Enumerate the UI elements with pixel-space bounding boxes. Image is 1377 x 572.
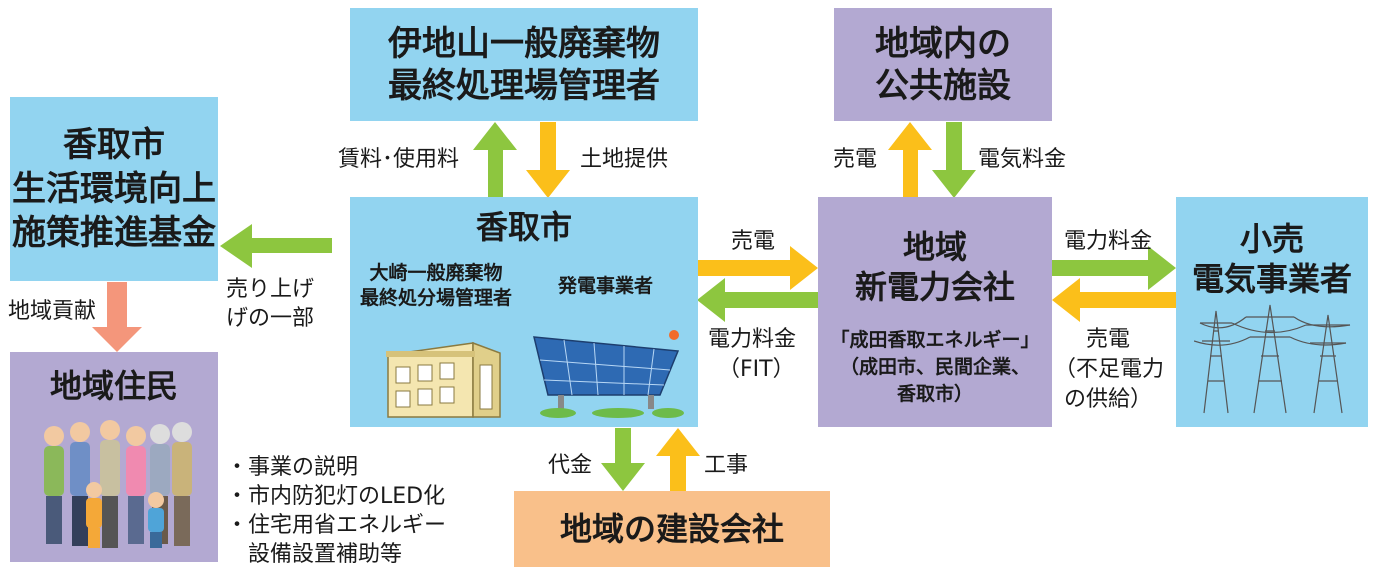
arrow-down-electric-fee <box>932 122 976 198</box>
local-residents-box: 地域住民 <box>10 352 218 562</box>
power-co-detail2: （成田市、民間企業、 <box>839 356 1030 378</box>
power-co-detail1: 「成田香取エネルギー」 <box>830 329 1040 351</box>
label-sell-right-3: の供給） <box>1064 387 1153 412</box>
arrow-right-power-fee <box>1052 246 1176 290</box>
fund-line2: 生活環境向上 <box>12 169 216 209</box>
katori-sub-left-2: 最終処分場管理者 <box>360 287 513 309</box>
retail-line1: 小売 <box>1239 220 1304 258</box>
fund-line1: 香取市 <box>63 125 165 165</box>
arrow-up-construction <box>656 428 700 491</box>
construction-title: 地域の建設会社 <box>559 510 784 548</box>
contribution-bullet-list: ・事業の説明 ・市内防犯灯のLED化 ・住宅用省エネルギー 設備設置補助等 <box>226 453 446 569</box>
public-facilities-box: 地域内の 公共施設 <box>834 8 1052 121</box>
ijisan-line1: 伊地山一般廃棄物 <box>388 23 660 64</box>
office-building-illustration <box>386 341 501 418</box>
label-fit-fee-2: （FIT） <box>718 357 795 382</box>
label-rent: 賃料･使用料 <box>338 147 460 172</box>
label-sell-right-1: 売電 <box>1086 327 1131 352</box>
residents-title: 地域住民 <box>49 367 178 405</box>
arrow-left-fit-fee <box>697 278 818 322</box>
power-co-detail3: 香取市） <box>896 383 973 405</box>
retail-line2: 電気事業者 <box>1191 260 1352 298</box>
arrow-left-sell-supply <box>1052 278 1176 322</box>
label-sell-power-up: 売電 <box>833 147 878 172</box>
katori-sub-right: 発電事業者 <box>558 275 654 297</box>
bullet-item: ・事業の説明 <box>226 455 359 480</box>
label-sales-part-2: げの一部 <box>226 306 315 331</box>
public-line2: 公共施設 <box>875 65 1011 106</box>
bullet-item: ・市内防犯灯のLED化 <box>226 484 446 509</box>
arrow-down-payment <box>601 428 645 491</box>
family-illustration <box>44 420 192 548</box>
label-construction-work: 工事 <box>704 453 749 478</box>
katori-sub-left: 大崎一般廃棄物 最終処分場管理者 <box>360 261 512 311</box>
katori-sub-left-1: 大崎一般廃棄物 <box>369 262 503 284</box>
solar-panel-illustration <box>533 330 684 418</box>
label-sales-part-1: 売り上げ <box>226 277 315 302</box>
fund-box: 香取市 生活環境向上 施策推進基金 <box>10 97 218 281</box>
power-co-line2: 新電力会社 <box>854 268 1015 306</box>
retail-electricity-box: 小売 電気事業者 <box>1176 197 1368 427</box>
label-sell-right-2: （不足電力 <box>1054 357 1165 382</box>
label-electric-fee: 電気料金 <box>978 147 1067 172</box>
label-power-fee-right: 電力料金 <box>1064 229 1153 254</box>
label-land: 土地提供 <box>580 147 669 172</box>
arrow-down-land <box>526 122 570 198</box>
label-sell-power-mid: 売電 <box>731 229 776 254</box>
power-co-line1: 地域 <box>902 228 967 266</box>
arrow-down-contribution <box>92 282 142 352</box>
bullet-item: ・住宅用省エネルギー <box>226 513 447 538</box>
arrow-right-sell-power <box>697 246 818 290</box>
katori-title: 香取市 <box>475 208 572 246</box>
ijisan-landfill-manager-box: 伊地山一般廃棄物 最終処理場管理者 <box>350 8 698 121</box>
label-contribution: 地域貢献 <box>8 299 97 324</box>
katori-city-box: 香取市 大崎一般廃棄物 最終処分場管理者 発電事業者 <box>350 197 698 427</box>
construction-company-box: 地域の建設会社 <box>514 491 830 567</box>
power-tower-illustration <box>1194 304 1351 414</box>
ijisan-line2: 最終処理場管理者 <box>388 65 660 106</box>
arrow-up-rent <box>473 122 517 197</box>
bullet-item: 設備設置補助等 <box>226 542 403 567</box>
label-fit-fee-1: 電力料金 <box>708 327 797 352</box>
fund-line3: 施策推進基金 <box>12 213 216 253</box>
public-line1: 地域内の <box>875 23 1011 64</box>
label-payment: 代金 <box>548 453 593 478</box>
arrow-up-sell-power <box>888 122 932 197</box>
regional-power-company-box: 地域 新電力会社 「成田香取エネルギー」 （成田市、民間企業、 香取市） <box>818 197 1052 427</box>
arrow-left-sales <box>220 224 332 268</box>
